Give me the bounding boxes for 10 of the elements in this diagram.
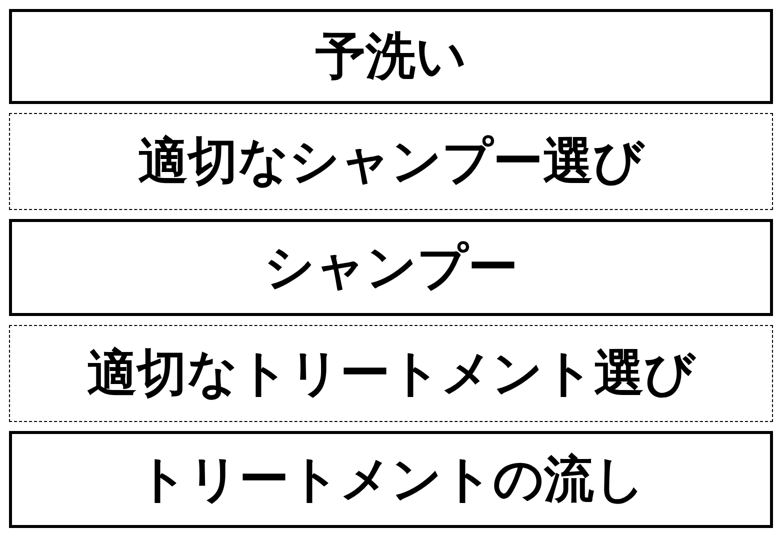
step-text: トリートメントの流し — [137, 452, 645, 507]
step-text: 予洗い — [316, 29, 466, 84]
step-text: 適切なトリートメント選び — [87, 346, 695, 401]
process-box — [9, 219, 773, 316]
step-text: シャンプー — [264, 240, 518, 295]
note-box — [9, 325, 773, 422]
process-box — [9, 431, 773, 528]
note-box — [9, 113, 773, 210]
step-text: 適切なシャンプー選び — [138, 134, 644, 189]
process-box — [9, 9, 773, 104]
